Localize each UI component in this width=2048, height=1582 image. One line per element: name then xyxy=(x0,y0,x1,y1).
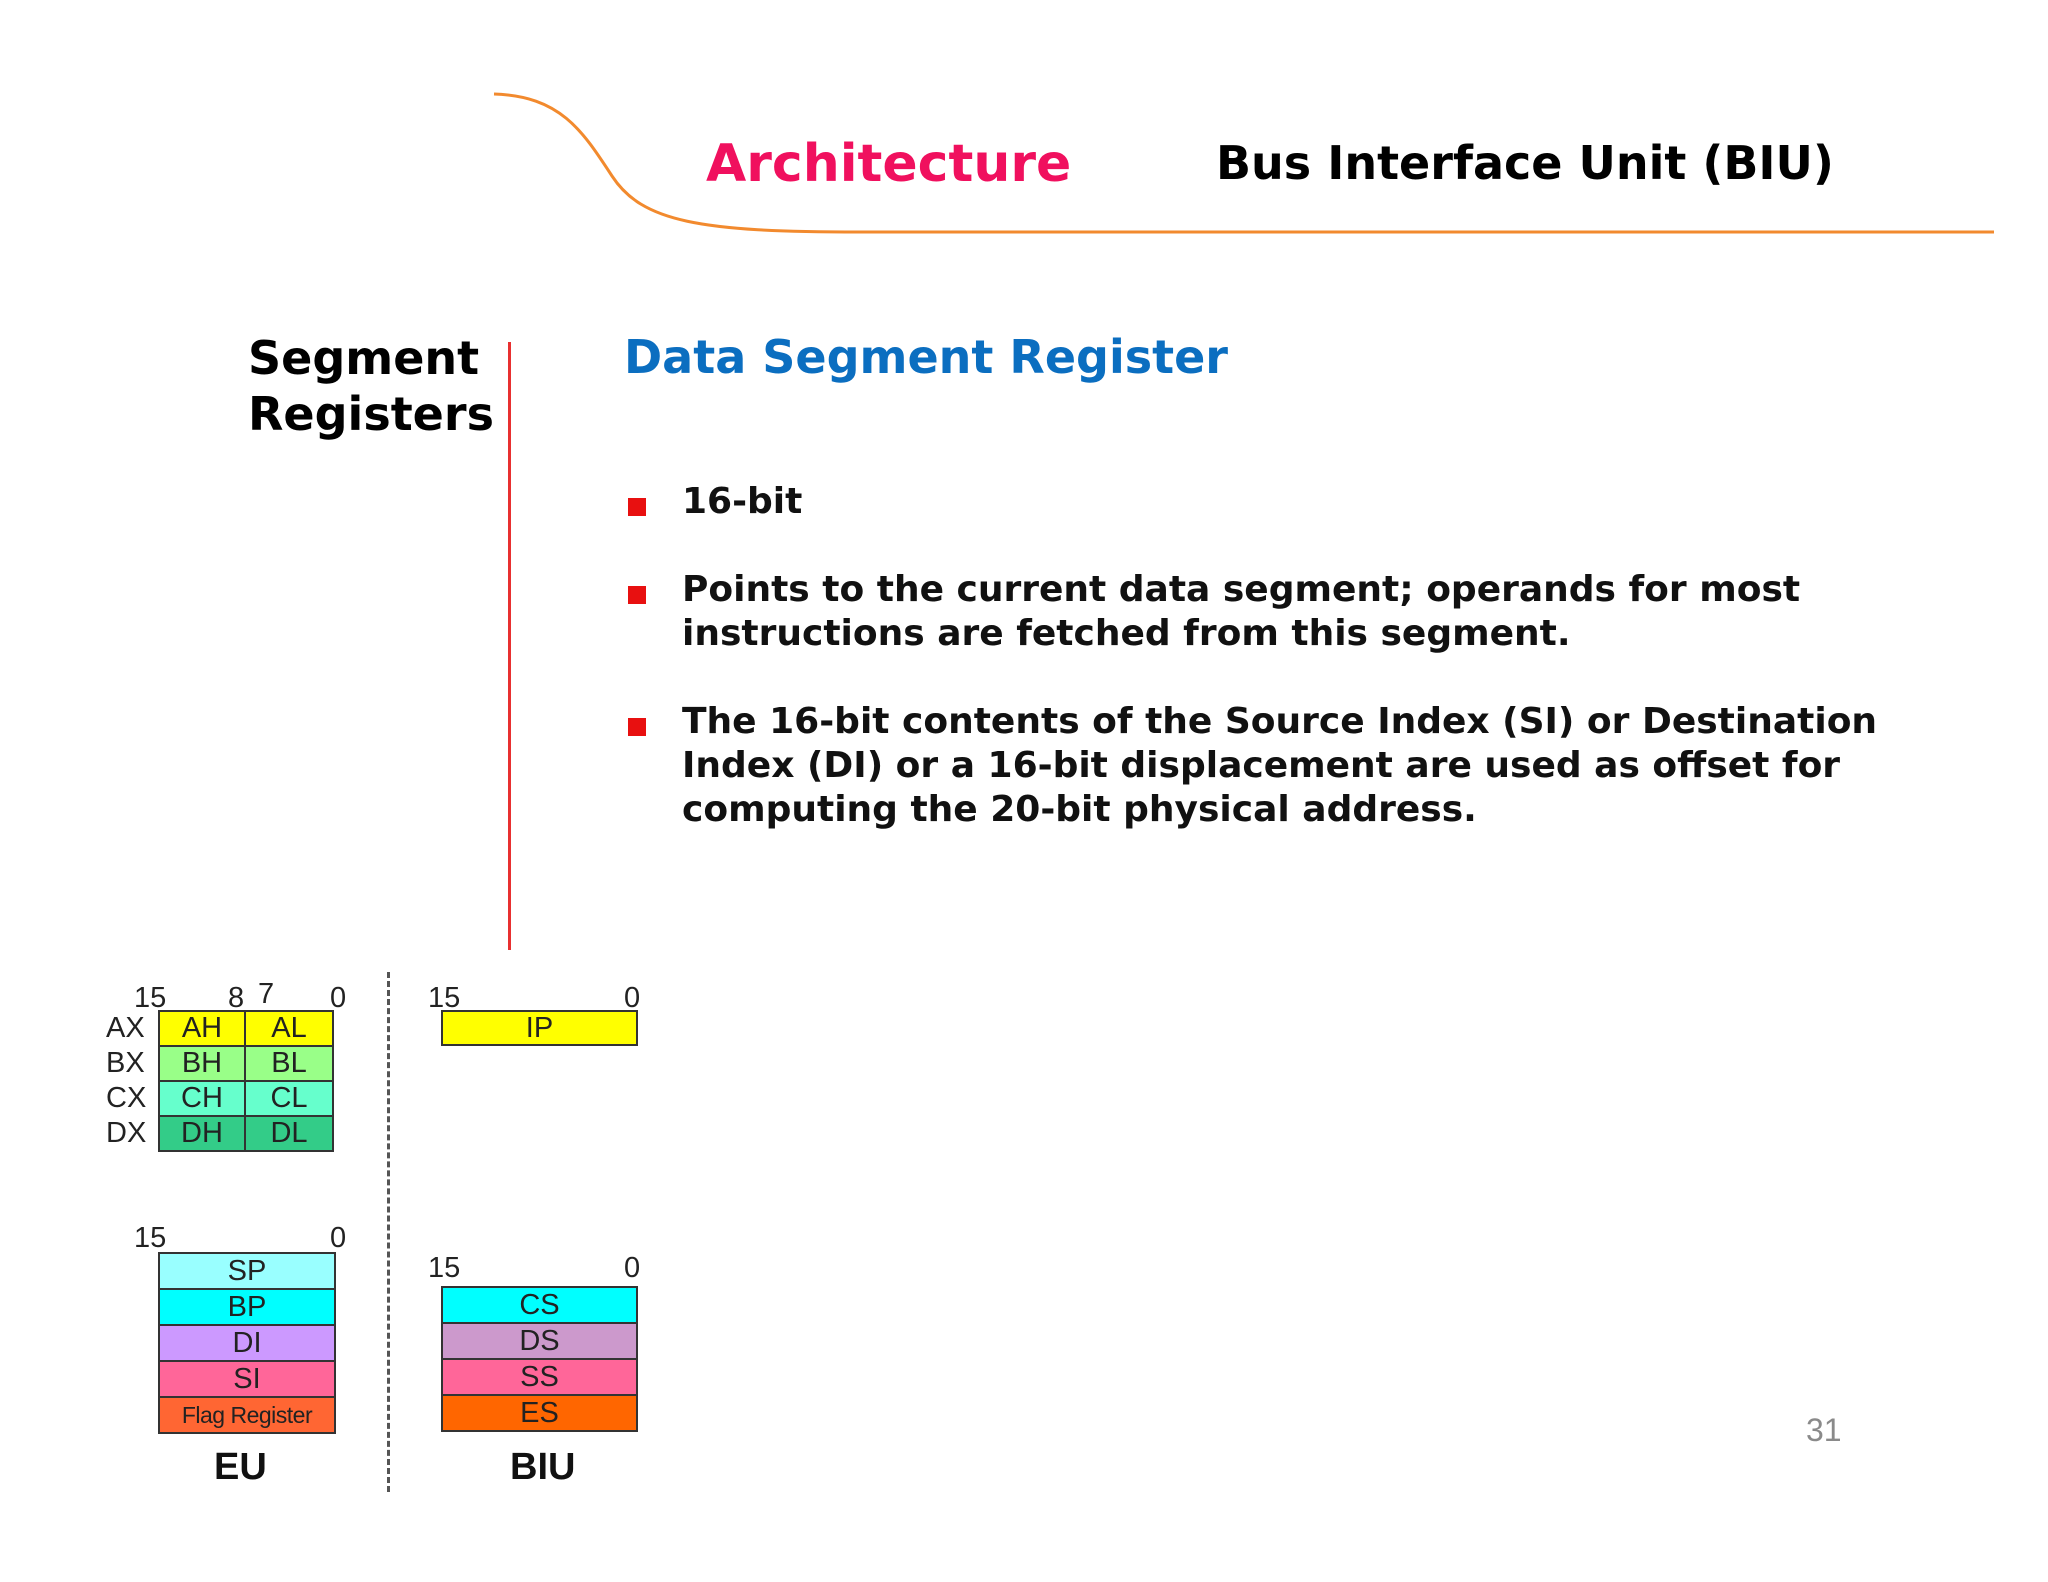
bullet-square-icon xyxy=(628,718,646,736)
page-number: 31 xyxy=(1806,1412,1842,1448)
register-cell-ss: SS xyxy=(441,1358,638,1396)
register-name-cx: CX xyxy=(106,1082,147,1114)
eu-bit-15: 15 xyxy=(134,1222,167,1254)
bullet-item: 16-bit xyxy=(624,480,1884,524)
biu-label: BIU xyxy=(510,1446,576,1488)
side-title: Segment Registers xyxy=(248,330,494,442)
register-cell-ds: DS xyxy=(441,1322,638,1360)
register-cell-dh: DH xyxy=(158,1115,246,1152)
header-swoosh xyxy=(493,92,1994,234)
register-cell-al: AL xyxy=(244,1010,334,1047)
gp-bit-8: 8 xyxy=(228,982,245,1014)
register-cell-cl: CL xyxy=(244,1080,334,1117)
divider-line xyxy=(508,342,511,950)
register-cell-sp: SP xyxy=(158,1252,336,1290)
section-title: Architecture xyxy=(706,134,1072,194)
register-cell-flag-register: Flag Register xyxy=(158,1396,336,1434)
gp-bit-15: 15 xyxy=(134,982,167,1014)
subtitle: Data Segment Register xyxy=(624,330,1228,384)
register-cell-bh: BH xyxy=(158,1045,246,1082)
register-cell-di: DI xyxy=(158,1324,336,1362)
register-name-bx: BX xyxy=(106,1047,145,1079)
register-cell-cs: CS xyxy=(441,1286,638,1324)
page-title: Bus Interface Unit (BIU) xyxy=(1216,136,1834,190)
register-name-ax: AX xyxy=(106,1012,145,1044)
ip-bit-0: 0 xyxy=(624,982,641,1014)
seg-bit-15: 15 xyxy=(428,1252,461,1284)
gp-bit-0: 0 xyxy=(330,982,347,1014)
side-title-line-1: Segment xyxy=(248,331,480,385)
register-name-dx: DX xyxy=(106,1117,147,1149)
eu-label: EU xyxy=(214,1446,267,1488)
register-cell-ah: AH xyxy=(158,1010,246,1047)
bullet-square-icon xyxy=(628,498,646,516)
gp-bit-7: 7 xyxy=(258,978,275,1010)
bullet-item: Points to the current data segment; oper… xyxy=(624,568,1884,656)
eu-bit-0: 0 xyxy=(330,1222,347,1254)
register-cell-bl: BL xyxy=(244,1045,334,1082)
seg-bit-0: 0 xyxy=(624,1252,641,1284)
register-cell-dl: DL xyxy=(244,1115,334,1152)
bullet-item: The 16-bit contents of the Source Index … xyxy=(624,700,1884,832)
register-cell-es: ES xyxy=(441,1394,638,1432)
side-title-line-2: Registers xyxy=(248,387,494,441)
register-cell-ch: CH xyxy=(158,1080,246,1117)
bullet-square-icon xyxy=(628,586,646,604)
register-cell-bp: BP xyxy=(158,1288,336,1326)
eu-biu-separator xyxy=(387,972,390,1492)
ip-register: IP xyxy=(441,1010,638,1046)
bullet-list: 16-bit Points to the current data segmen… xyxy=(624,480,1884,876)
register-cell-si: SI xyxy=(158,1360,336,1398)
ip-bit-15: 15 xyxy=(428,982,461,1014)
